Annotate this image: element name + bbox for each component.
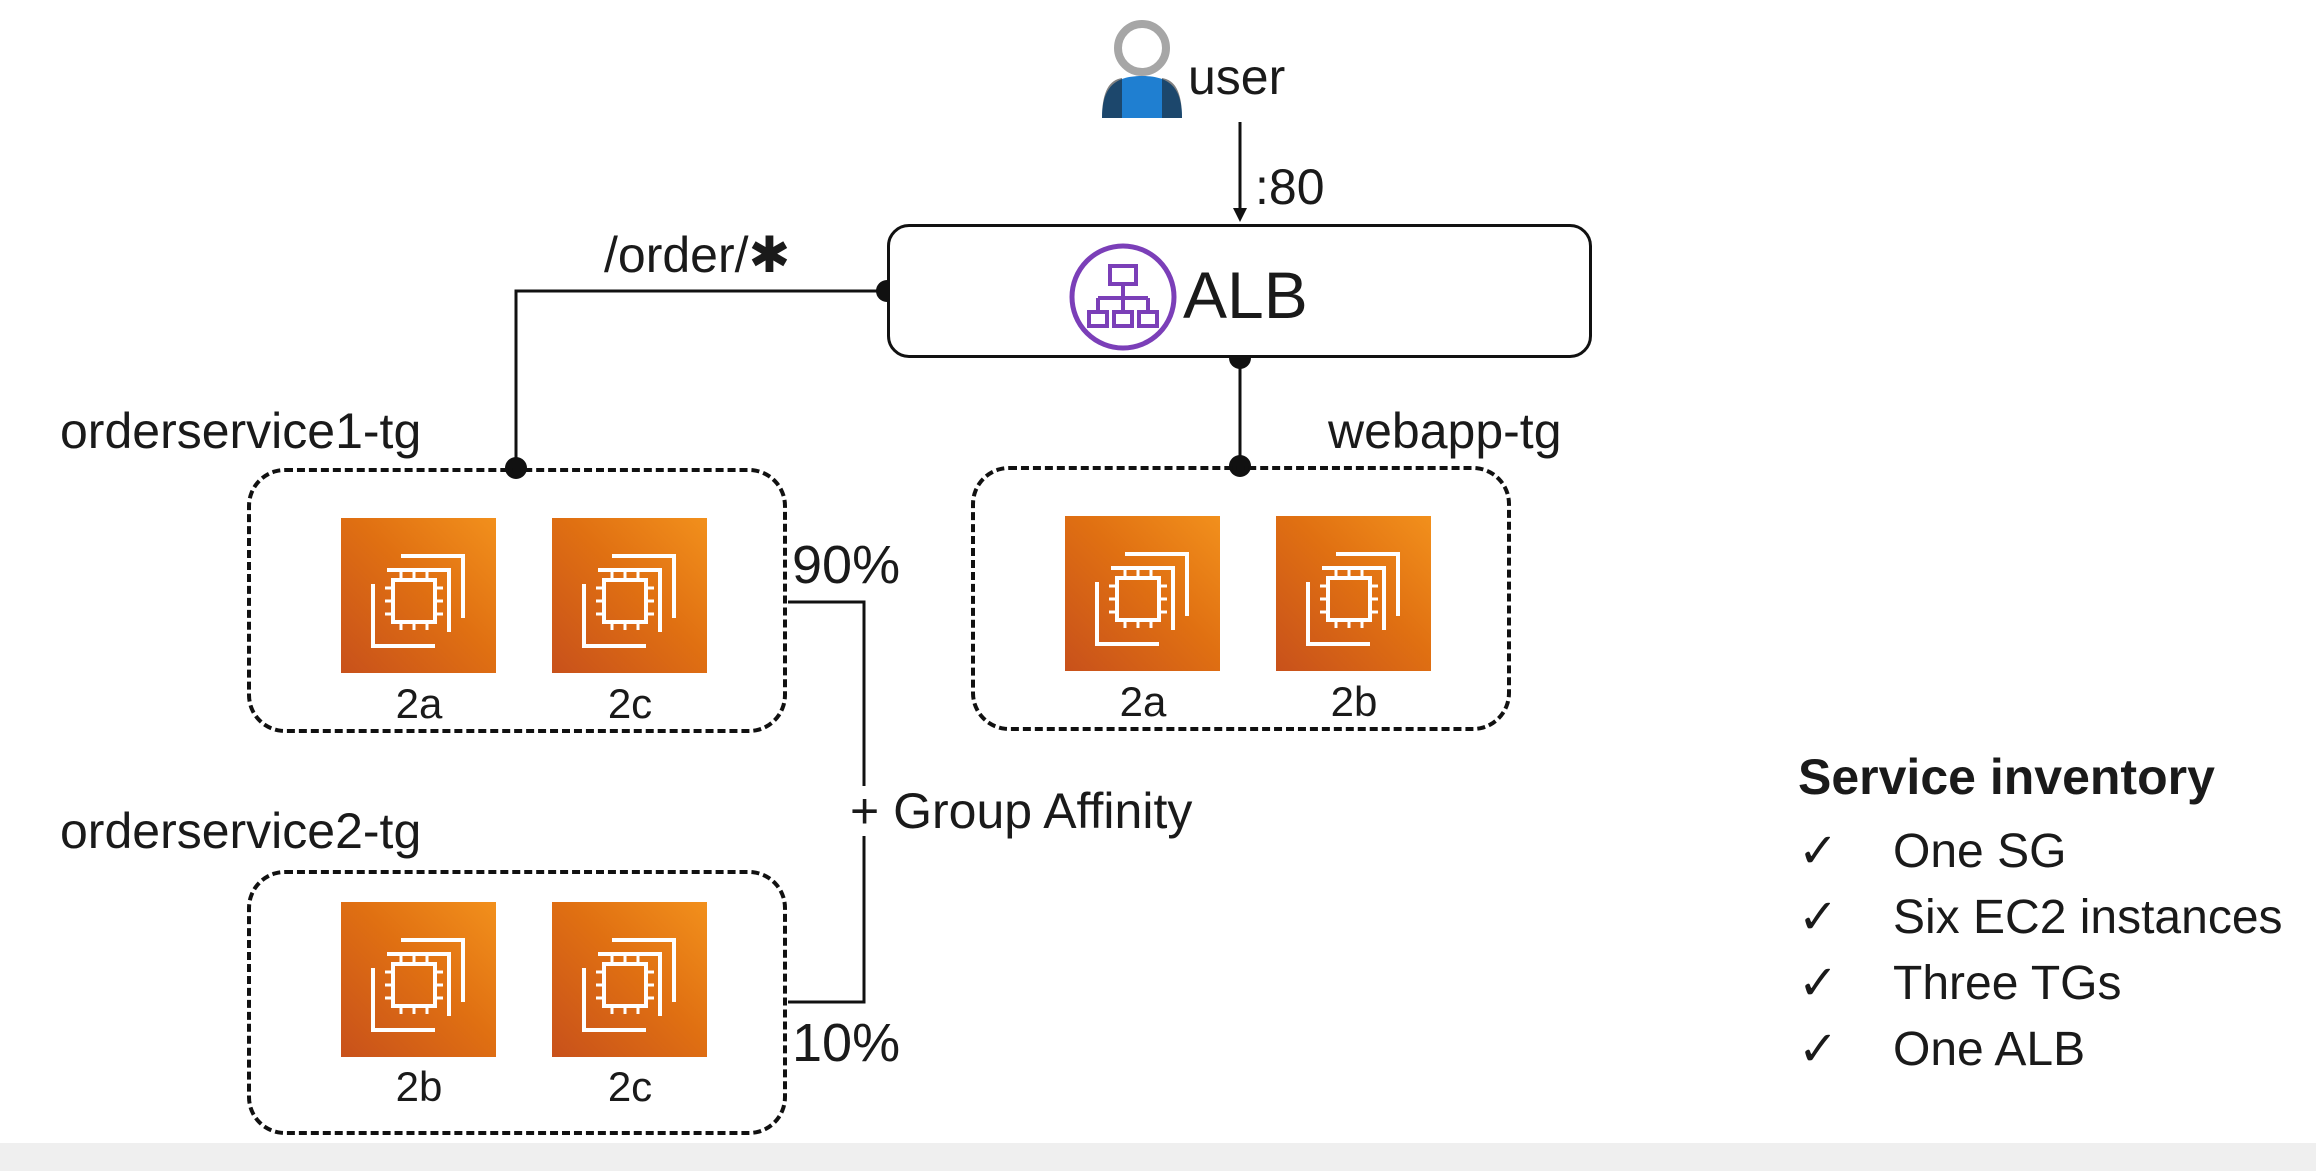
user-label: user [1188, 49, 1286, 105]
check-icon: ✓ [1798, 957, 1839, 1010]
inventory-item-label: Three TGs [1893, 956, 2122, 1010]
load-balancer-icon [1068, 242, 1178, 352]
inventory-item-label: One ALB [1893, 1022, 2086, 1076]
orderservice2-tg-group[interactable] [247, 870, 787, 1135]
inventory-item: ✓ Three TGs [1798, 950, 2283, 1016]
port-label: :80 [1255, 159, 1325, 215]
orderservice1-tg-group[interactable] [247, 468, 787, 733]
instance-az-label: 2a [395, 680, 443, 727]
ec2-instance-icon[interactable] [1065, 516, 1220, 671]
ec2-instance-icon[interactable] [552, 902, 707, 1057]
group-affinity-label: + Group Affinity [850, 786, 1197, 836]
path-rule-label: /order/✱ [604, 227, 791, 283]
check-icon: ✓ [1798, 1023, 1839, 1076]
instance-az-label: 2c [607, 680, 653, 727]
service-inventory: Service inventory ✓ One SG ✓ Six EC2 ins… [1798, 752, 2283, 1082]
inventory-item: ✓ One SG [1798, 818, 2283, 884]
instance-az-label: 2b [395, 1063, 443, 1110]
ec2-instance-icon[interactable] [1276, 516, 1431, 671]
orderservice1-tg-label: orderservice1-tg [60, 403, 422, 459]
inventory-item-label: Six EC2 instances [1893, 890, 2283, 944]
check-icon: ✓ [1798, 891, 1839, 944]
orderservice1-weight: 90% [792, 535, 901, 595]
bottom-bar [0, 1143, 2316, 1171]
webapp-tg-label: webapp-tg [1328, 403, 1562, 459]
alb-box[interactable] [887, 224, 1592, 358]
inventory-item: ✓ One ALB [1798, 1016, 2283, 1082]
inventory-item: ✓ Six EC2 instances [1798, 884, 2283, 950]
path-rule-wire [514, 289, 887, 468]
orderservice2-tg-label: orderservice2-tg [60, 803, 422, 859]
user-icon [1100, 18, 1184, 118]
instance-az-label: 2a [1119, 678, 1167, 725]
inventory-item-label: One SG [1893, 824, 2067, 878]
alb-label: ALB [1183, 258, 1308, 332]
instance-az-label: 2b [1330, 678, 1378, 725]
ec2-instance-icon[interactable] [341, 902, 496, 1057]
instance-az-label: 2c [607, 1063, 653, 1110]
webapp-tg-group[interactable] [971, 466, 1511, 731]
orderservice2-weight: 10% [792, 1013, 901, 1073]
check-icon: ✓ [1798, 825, 1839, 878]
inventory-title: Service inventory [1798, 749, 2215, 805]
ec2-instance-icon[interactable] [341, 518, 496, 673]
ec2-instance-icon[interactable] [552, 518, 707, 673]
